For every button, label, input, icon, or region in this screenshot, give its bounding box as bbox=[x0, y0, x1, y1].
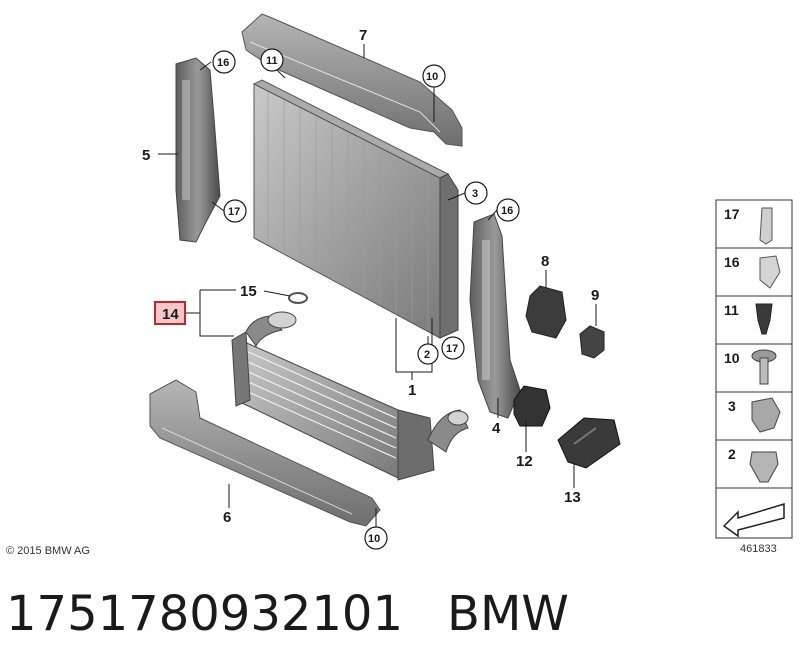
callout-5: 5 bbox=[142, 147, 150, 164]
clip-nut-icon bbox=[759, 207, 773, 245]
clip-icon bbox=[759, 255, 781, 289]
legend-item-17: 17 bbox=[724, 206, 740, 222]
part-number: 1751780932101 bbox=[6, 586, 404, 642]
seal-plug-icon bbox=[749, 451, 779, 483]
expanding-rivet-icon bbox=[755, 303, 773, 335]
copyright-text: © 2015 BMW AG bbox=[6, 545, 90, 557]
callout-4: 4 bbox=[492, 420, 501, 437]
part-1-radiator bbox=[252, 79, 459, 339]
part-15-seal-ring bbox=[288, 292, 308, 304]
brand-label: BMW bbox=[447, 586, 569, 642]
callout-17-right: 17 bbox=[446, 343, 458, 355]
legend-item-16: 16 bbox=[724, 254, 740, 270]
callout-9: 9 bbox=[591, 287, 599, 304]
leader-lines bbox=[158, 44, 597, 528]
parts-diagram: 7 5 1 4 8 9 12 13 6 15 14 16 11 10 17 3 … bbox=[6, 13, 793, 557]
legend-item-10: 10 bbox=[724, 350, 740, 366]
callout-17-left: 17 bbox=[228, 206, 240, 218]
callout-10-bottom: 10 bbox=[368, 533, 380, 545]
diagram-id: 461833 bbox=[740, 543, 777, 555]
part-4-right-air-duct bbox=[469, 213, 521, 419]
legend-item-2: 2 bbox=[728, 446, 736, 462]
callout-7: 7 bbox=[359, 27, 367, 44]
drain-plug-icon bbox=[751, 397, 781, 433]
callout-15: 15 bbox=[240, 283, 257, 300]
callout-8: 8 bbox=[541, 253, 549, 270]
part-9-bracket bbox=[579, 325, 605, 359]
callout-14: 14 bbox=[162, 306, 179, 323]
callout-2: 2 bbox=[424, 349, 430, 361]
arrow-icon bbox=[722, 502, 785, 538]
legend-panel: 17 16 11 10 3 2 bbox=[715, 199, 793, 539]
callout-13: 13 bbox=[564, 489, 581, 506]
part-12-rubber-mount bbox=[513, 385, 551, 427]
callout-14-highlight[interactable]: 14 bbox=[154, 301, 186, 325]
legend-item-11: 11 bbox=[724, 302, 739, 318]
part-number-line: 1751780932101 BMW bbox=[6, 586, 569, 642]
part-8-bracket bbox=[525, 285, 567, 339]
part-6-lower-cover bbox=[149, 379, 381, 527]
screw-shank-icon bbox=[759, 357, 769, 385]
callout-16-left: 16 bbox=[217, 57, 229, 69]
circled-callouts: 16 11 10 17 3 16 2 17 10 bbox=[212, 48, 520, 550]
part-5-left-air-duct bbox=[175, 57, 221, 243]
callout-6: 6 bbox=[223, 509, 231, 526]
legend-item-3: 3 bbox=[728, 398, 736, 414]
part-14-charge-air-cooler bbox=[231, 311, 469, 481]
callout-1: 1 bbox=[408, 382, 416, 399]
callout-11: 11 bbox=[266, 55, 278, 67]
callout-10-top: 10 bbox=[426, 71, 438, 83]
callout-16-right: 16 bbox=[501, 205, 513, 217]
part-13-rubber-mount bbox=[557, 417, 621, 469]
callout-3: 3 bbox=[472, 188, 478, 200]
callout-12: 12 bbox=[516, 453, 533, 470]
